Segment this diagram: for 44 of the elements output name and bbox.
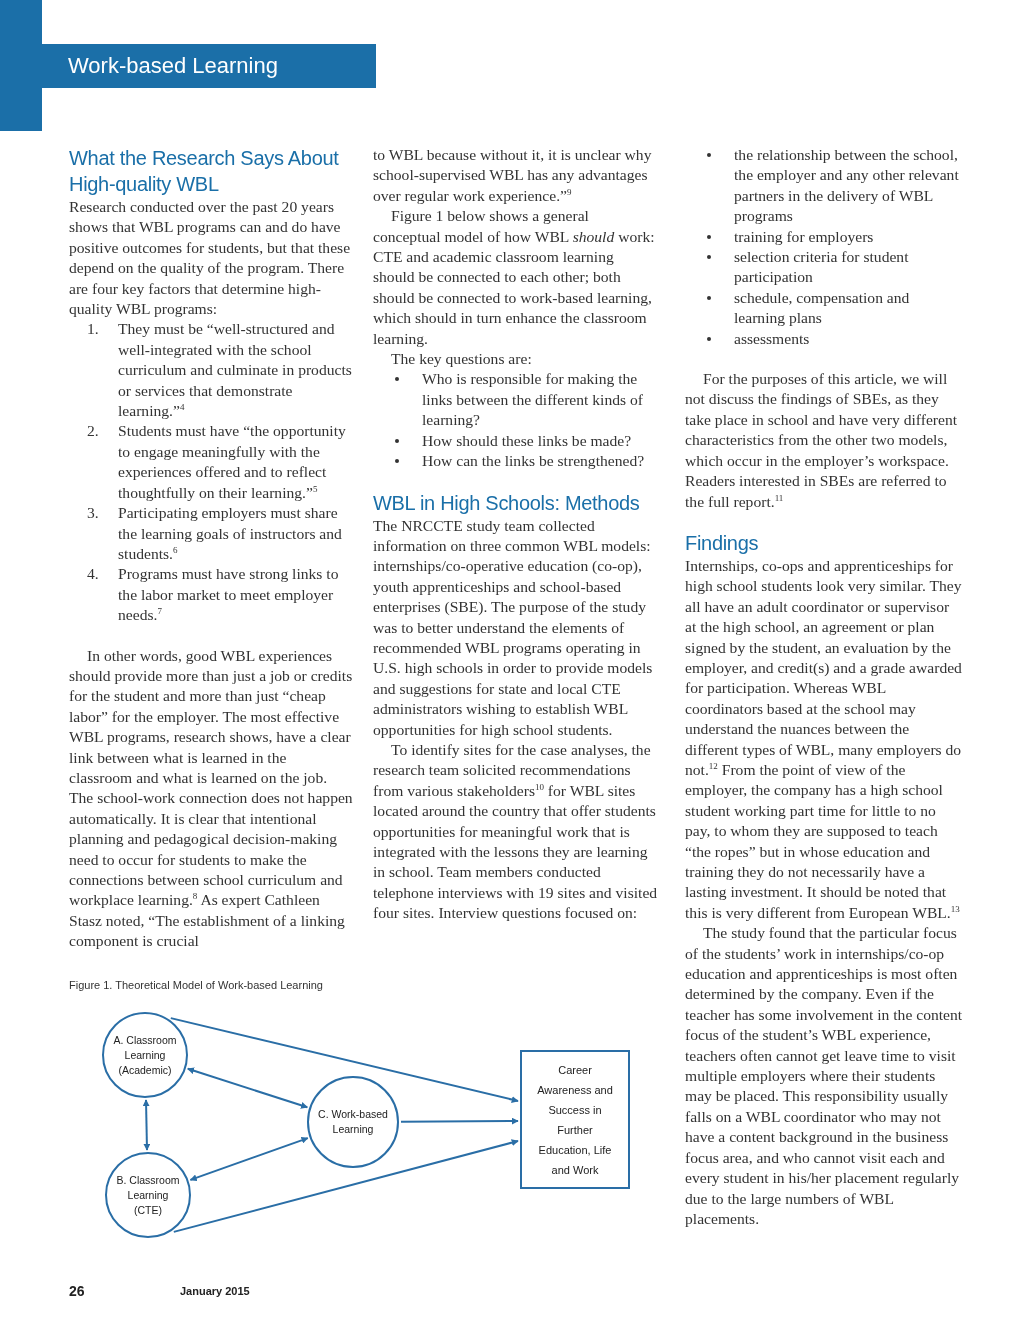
list-item-text: How can the links be strengthened? xyxy=(422,451,646,472)
arrow xyxy=(169,1017,519,1103)
paragraph: To identify sites for the case analyses, the research team solicited recommendations from various stakeholders$^{10}$ for WBL sites located around the country that offer students opportunities for meaningful work that is integrated with the lessons they are learning in school. Team members conducted telephone interviews with 19 sites and visited four sites. Interview questions focused on: xyxy=(373,739,659,924)
circle-node xyxy=(102,1012,188,1098)
list-number: 4. xyxy=(87,564,99,585)
list-item-text: training for employers xyxy=(734,226,875,247)
paragraph: For the purposes of this article, we will not discuss the findings of SBEs, as they take place in school and have very different characteristics from the other two models, which occur in the employer’s workspace. Readers interested in SBEs are referred to the full report.$^{11}$ xyxy=(685,369,959,512)
circle-node xyxy=(307,1076,399,1168)
double-headed-arrow xyxy=(189,1136,309,1182)
paragraph: The key questions are: xyxy=(390,349,533,370)
section-heading: WBL in High Schools: Methods xyxy=(373,490,641,516)
issue-date: January 2015 xyxy=(180,1285,250,1297)
paragraph: to WBL because without it, it is unclear why school-supervised WBL has any advantages over regular work experience.”$^{9}$ xyxy=(373,145,653,206)
list-item-text: They must be “well-structured and well-integrated with the school curriculum and culminate in products or services that demonstrate learning.”$^{4}$ xyxy=(118,319,353,422)
list-number: 2. xyxy=(87,421,99,442)
arrow xyxy=(400,1117,519,1125)
node-label: C. Work-based Learning xyxy=(317,1107,389,1137)
paragraph: Figure 1 below shows a general conceptual model of how WBL should work: CTE and academic classroom learning should be connected to each other; both should be connected to work-based learning, which should in turn enhance the classroom learning. xyxy=(373,206,656,349)
section-heading: What the Research Says About High-quality WBL xyxy=(69,146,340,197)
list-item-text: Participating employers must share the learning goals of instructors and students.$^{6}$ xyxy=(118,503,343,564)
circle-node xyxy=(105,1152,191,1238)
figure-caption: Figure 1. Theoretical Model of Work-based Learning xyxy=(69,979,323,991)
list-item-text: Who is responsible for making the links between the different kinds of learning? xyxy=(422,369,644,431)
page-number: 26 xyxy=(69,1283,85,1299)
list-item-text: Programs must have strong links to the labor market to meet employer needs.$^{7}$ xyxy=(118,564,340,626)
paragraph: The study found that the particular focus of the students’ work in internships/co-op education and apprenticeships is most often determined by the company. Even if the teacher has some involvement in the content focus of the student’s WBL experience, teachers often cannot get leave time to visit multiple employers where their students may be placed. This responsibility usually falls on a WBL coordinator who may not have a content background in the business focus area, and who cannot visit each and every student in his/her placement regularly due to the large numbers of WBL placements. xyxy=(685,923,963,1229)
paragraph: Research conducted over the past 20 years shows that WBL programs can and do have positive outcomes for students, but that these depend on the quality of the program. There are four key factors that determine high-quality WBL programs: xyxy=(69,197,352,320)
list-item-text: How should these links be made? xyxy=(422,430,633,451)
node-label: Career Awareness and Success in Further Education, Life and Work xyxy=(536,1062,614,1178)
section-banner: Work-based Learning xyxy=(42,44,376,88)
node-label: B. Classroom Learning (CTE) xyxy=(115,1172,181,1218)
list-item-text: assessments xyxy=(734,328,811,349)
list-number: 1. xyxy=(87,319,99,340)
double-headed-arrow xyxy=(186,1067,309,1109)
outcome-box xyxy=(520,1050,630,1189)
paragraph: In other words, good WBL experiences should provide more than just a job or credits for the student and more than just “cheap labor” for the employer. The most effective WBL programs, research shows, have a clear link between what is learned in the classroom and what is learned on the job. The school-work connection does not happen automatically. It is clear that intentional planning and pedagogical decision-making need to occur for students to make the connections between school curriculum and workplace learning.$^{8}$ As expert Cathleen Stasz noted, “The establishment of a linking component is crucial xyxy=(69,645,353,952)
double-headed-arrow xyxy=(142,1099,151,1151)
paragraph: The NRCCTE study team collected information on three common WBL models: internships/co-operative education (co-op), youth apprenticeships and school-based enterprises (SBE). The purpose of the study was to better understand the elements of recommended WBL programs operating in U.S. high schools in order to provide models and suggestions for state and local CTE administrators wishing to establish WBL opportunities for high school students. xyxy=(373,515,654,740)
list-number: 3. xyxy=(87,503,99,524)
arrow xyxy=(172,1139,519,1233)
list-item-text: Students must have “the opportunity to engage meaningfully with the experiences offered and to reflect thoughtfully on their learning.”$^{5}$ xyxy=(118,421,347,503)
paragraph: Internships, co-ops and apprenticeships for high school students look very similar. They all have an adult coordinator or supervisor at the high school, an agreement or plan signed by the student, an evaluation by the employer, and credit(s) and a grade awarded for participation. Whereas WBL coordinators based at the school may understand the nuances between the different types of WBL, many employers do not.$^{12}$ From the point of view of the employer, the company has a high school student working part time for little to no pay, to whom they are supposed to teach “the ropes” but in whose education and training they do not necessarily have a lasting investment. It should be noted that this is very different from European WBL.$^{13}$ xyxy=(685,555,963,923)
node-label: A. Classroom Learning (Academic) xyxy=(112,1032,178,1078)
section-heading: Findings xyxy=(685,530,760,556)
